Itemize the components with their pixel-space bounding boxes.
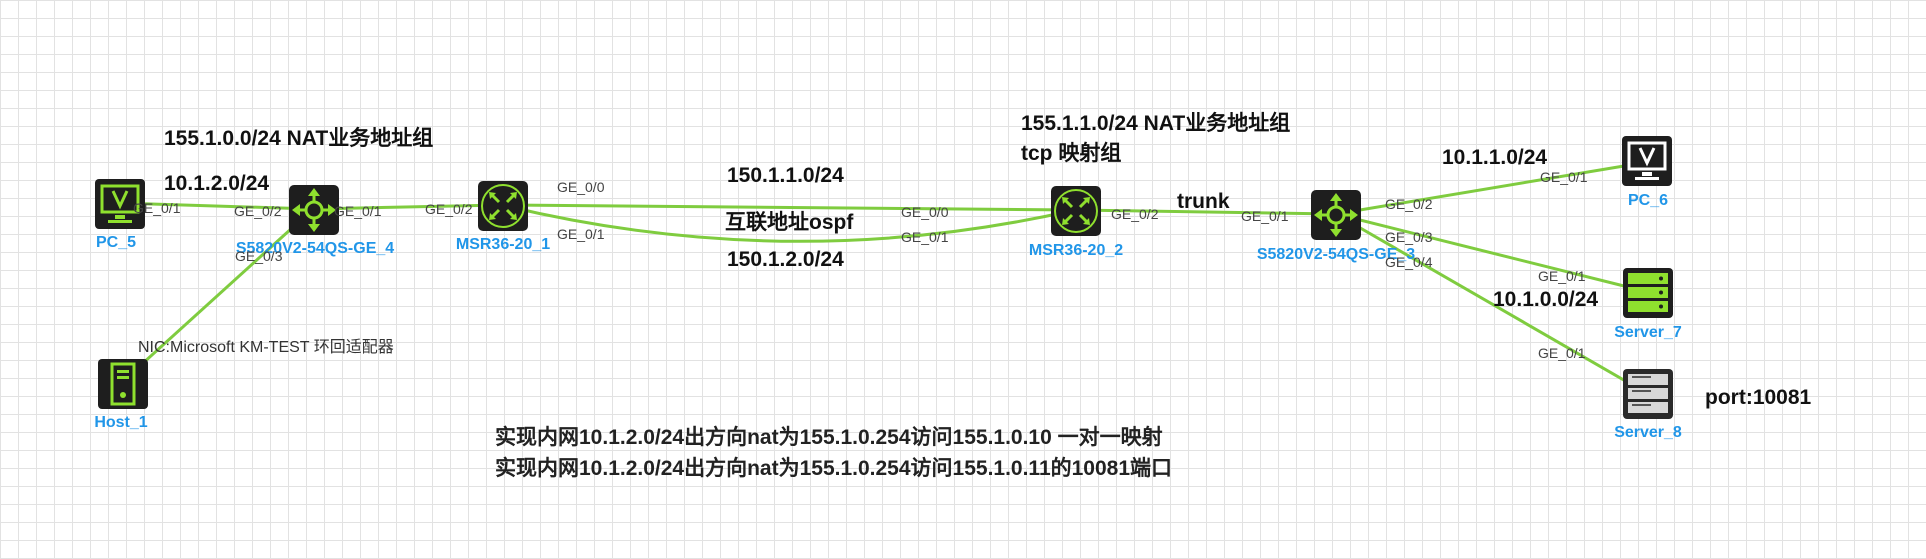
link-msr2-sw3[interactable] xyxy=(1074,208,1337,216)
pc5-label: PC_5 xyxy=(95,234,137,251)
port-pc5-ge01: GE_0/1 xyxy=(133,200,181,216)
link-pc5-sw4[interactable] xyxy=(119,201,314,211)
host1-label: Host_1 xyxy=(94,414,148,431)
pc6-label: PC_6 xyxy=(1627,192,1669,209)
subnet-left: 10.1.2.0/24 xyxy=(164,172,270,195)
server-icon xyxy=(1623,369,1673,419)
port-msr1-ge00: GE_0/0 xyxy=(557,179,605,195)
tcp-map-group: tcp 映射组 xyxy=(1021,142,1122,165)
nat-group-left: 155.1.0.0/24 NAT业务地址组 xyxy=(164,127,434,150)
subnet-servers: 10.1.0.0/24 xyxy=(1493,288,1599,311)
port-msr1-ge01: GE_0/1 xyxy=(557,226,605,242)
port-note: port:10081 xyxy=(1705,386,1812,409)
port-msr2-ge01: GE_0/1 xyxy=(901,229,949,245)
port-sw4-ge03: GE_0/3 xyxy=(235,248,283,264)
nic-label: NIC:Microsoft KM-TEST 环回适配器 xyxy=(138,339,394,356)
sw4-node[interactable] xyxy=(287,183,341,237)
sw4-label: S5820V2-54QS-GE_4 xyxy=(235,240,395,257)
server8-node[interactable] xyxy=(1621,367,1675,421)
host-tower-icon xyxy=(98,359,148,409)
link1-subnet: 150.1.1.0/24 xyxy=(727,164,844,187)
sw3-label: S5820V2-54QS-GE_3 xyxy=(1256,246,1416,263)
msr1-node[interactable] xyxy=(476,179,530,233)
link-msr1-msr2-ge01[interactable] xyxy=(501,203,1076,243)
link-sw3-server7[interactable] xyxy=(1335,212,1649,294)
link-sw4-msr1[interactable] xyxy=(312,203,503,211)
pc5-node[interactable] xyxy=(93,177,147,231)
port-sw4-ge01: GE_0/1 xyxy=(334,203,382,219)
links xyxy=(118,160,1649,396)
port-sw4-ge02: GE_0/2 xyxy=(234,203,282,219)
port-sw3-ge02: GE_0/2 xyxy=(1385,196,1433,212)
server7-label: Server_7 xyxy=(1614,324,1682,341)
link-sw3-server8[interactable] xyxy=(1335,212,1649,396)
router-icon xyxy=(1051,186,1101,236)
l3-switch-icon xyxy=(1311,190,1361,240)
note-line-2: 实现内网10.1.2.0/24出方向nat为155.1.0.254访问155.1… xyxy=(495,457,1173,480)
port-sw3-ge01: GE_0/1 xyxy=(1241,208,1289,224)
server8-label: Server_8 xyxy=(1614,424,1682,441)
interconnect-ospf: 互联地址ospf xyxy=(725,211,854,234)
l3-switch-icon xyxy=(289,185,339,235)
link-msr1-msr2-ge00[interactable] xyxy=(501,203,1076,212)
router-icon xyxy=(478,181,528,231)
host1-node[interactable] xyxy=(96,357,150,411)
msr1-label: MSR36-20_1 xyxy=(455,236,551,253)
nat-group-right: 155.1.1.0/24 NAT业务地址组 xyxy=(1021,112,1291,135)
sw3-node[interactable] xyxy=(1309,188,1363,242)
port-msr1-ge02: GE_0/2 xyxy=(425,201,473,217)
port-server8-ge01: GE_0/1 xyxy=(1538,345,1586,361)
link-sw3-pc6[interactable] xyxy=(1335,160,1649,216)
subnet-pc6: 10.1.1.0/24 xyxy=(1442,146,1548,169)
note-line-1: 实现内网10.1.2.0/24出方向nat为155.1.0.254访问155.1… xyxy=(495,426,1163,449)
port-sw3-ge04: GE_0/4 xyxy=(1385,254,1433,270)
port-pc6-ge01: GE_0/1 xyxy=(1540,169,1588,185)
pc6-node[interactable] xyxy=(1620,134,1674,188)
port-msr2-ge02: GE_0/2 xyxy=(1111,206,1159,222)
port-server7-ge01: GE_0/1 xyxy=(1538,268,1586,284)
port-sw3-ge03: GE_0/3 xyxy=(1385,229,1433,245)
link-sw4-host1[interactable] xyxy=(118,207,315,386)
msr2-label: MSR36-20_2 xyxy=(1028,242,1124,259)
port-msr2-ge00: GE_0/0 xyxy=(901,204,949,220)
server-icon xyxy=(1623,268,1673,318)
msr2-node[interactable] xyxy=(1049,184,1103,238)
link2-subnet: 150.1.2.0/24 xyxy=(727,248,844,271)
trunk-label: trunk xyxy=(1177,190,1230,213)
monitor-icon xyxy=(95,179,145,229)
monitor-icon xyxy=(1622,136,1672,186)
server7-node[interactable] xyxy=(1621,266,1675,320)
